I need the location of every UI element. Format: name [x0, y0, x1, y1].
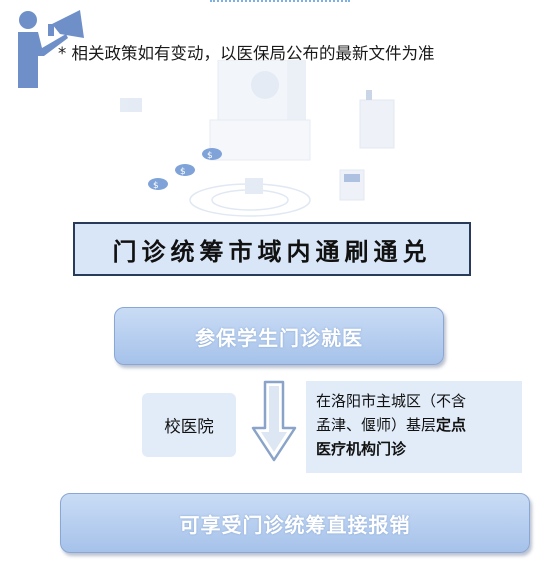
medical-data-illustration: $ $ $: [120, 60, 395, 217]
city-clinic-option: 在洛阳市主城区（不含 孟津、偃师）基层定点 医疗机构门诊: [306, 381, 522, 473]
title-text: 门诊统筹市域内通刷通兑: [112, 236, 432, 266]
campus-hospital-option: 校医院: [142, 393, 236, 457]
city-clinic-line2a: 孟津、偃师）基层: [316, 416, 437, 434]
step-student-visit: 参保学生门诊就医: [114, 307, 444, 365]
result-reimbursement-label: 可享受门诊统筹直接报销: [179, 512, 411, 537]
policy-notice: * 相关政策如有变动，以医保局公布的最新文件为准: [58, 44, 435, 63]
down-arrow-icon: [251, 380, 297, 462]
top-dotted-divider: [210, 0, 350, 4]
svg-text:$: $: [207, 151, 213, 161]
result-reimbursement: 可享受门诊统筹直接报销: [60, 493, 530, 553]
title-box: 门诊统筹市域内通刷通兑: [73, 222, 471, 276]
step-student-visit-label: 参保学生门诊就医: [195, 325, 363, 350]
city-clinic-line1: 在洛阳市主城区（不含: [316, 392, 467, 410]
city-clinic-line2: 孟津、偃师）基层定点: [316, 413, 512, 437]
svg-text:$: $: [153, 181, 159, 191]
svg-text:$: $: [180, 167, 186, 177]
megaphone-person-icon: [18, 10, 84, 88]
city-clinic-line2b: 定点: [436, 416, 467, 434]
city-clinic-line3: 医疗机构门诊: [316, 440, 407, 458]
